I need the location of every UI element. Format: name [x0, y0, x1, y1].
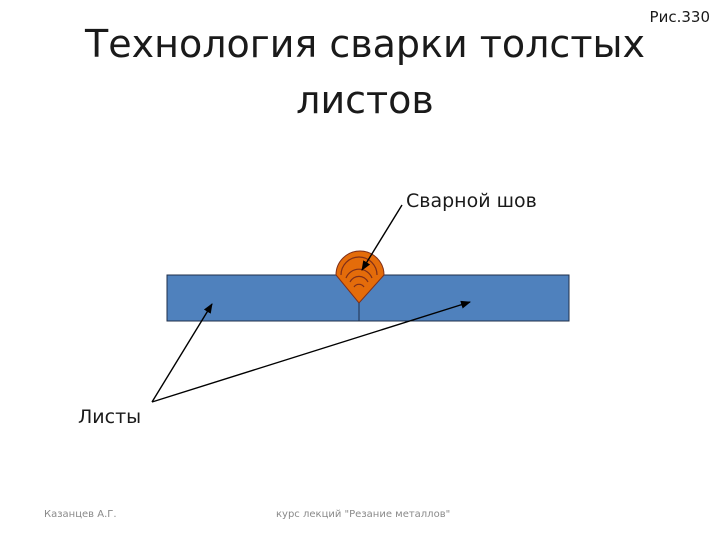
footer-author: Казанцев А.Г. — [44, 509, 117, 520]
title-line-2: листов — [296, 78, 434, 122]
weld-seam — [335, 250, 385, 321]
sheet-arrow-left — [151, 303, 213, 403]
left-sheet — [166, 274, 360, 322]
footer-course: курс лекций "Резание металлов" — [276, 509, 451, 520]
sheets-label: Листы — [78, 406, 142, 428]
weld-seam-label: Сварной шов — [406, 190, 537, 212]
sheet-arrow-right — [151, 300, 471, 403]
right-sheet — [358, 274, 570, 322]
slide-title: Технология сварки толстых листов — [60, 16, 670, 128]
title-line-1: Технология сварки толстых — [85, 22, 645, 66]
figure-number: Рис.330 — [649, 8, 710, 26]
weld-arrow — [361, 204, 403, 271]
